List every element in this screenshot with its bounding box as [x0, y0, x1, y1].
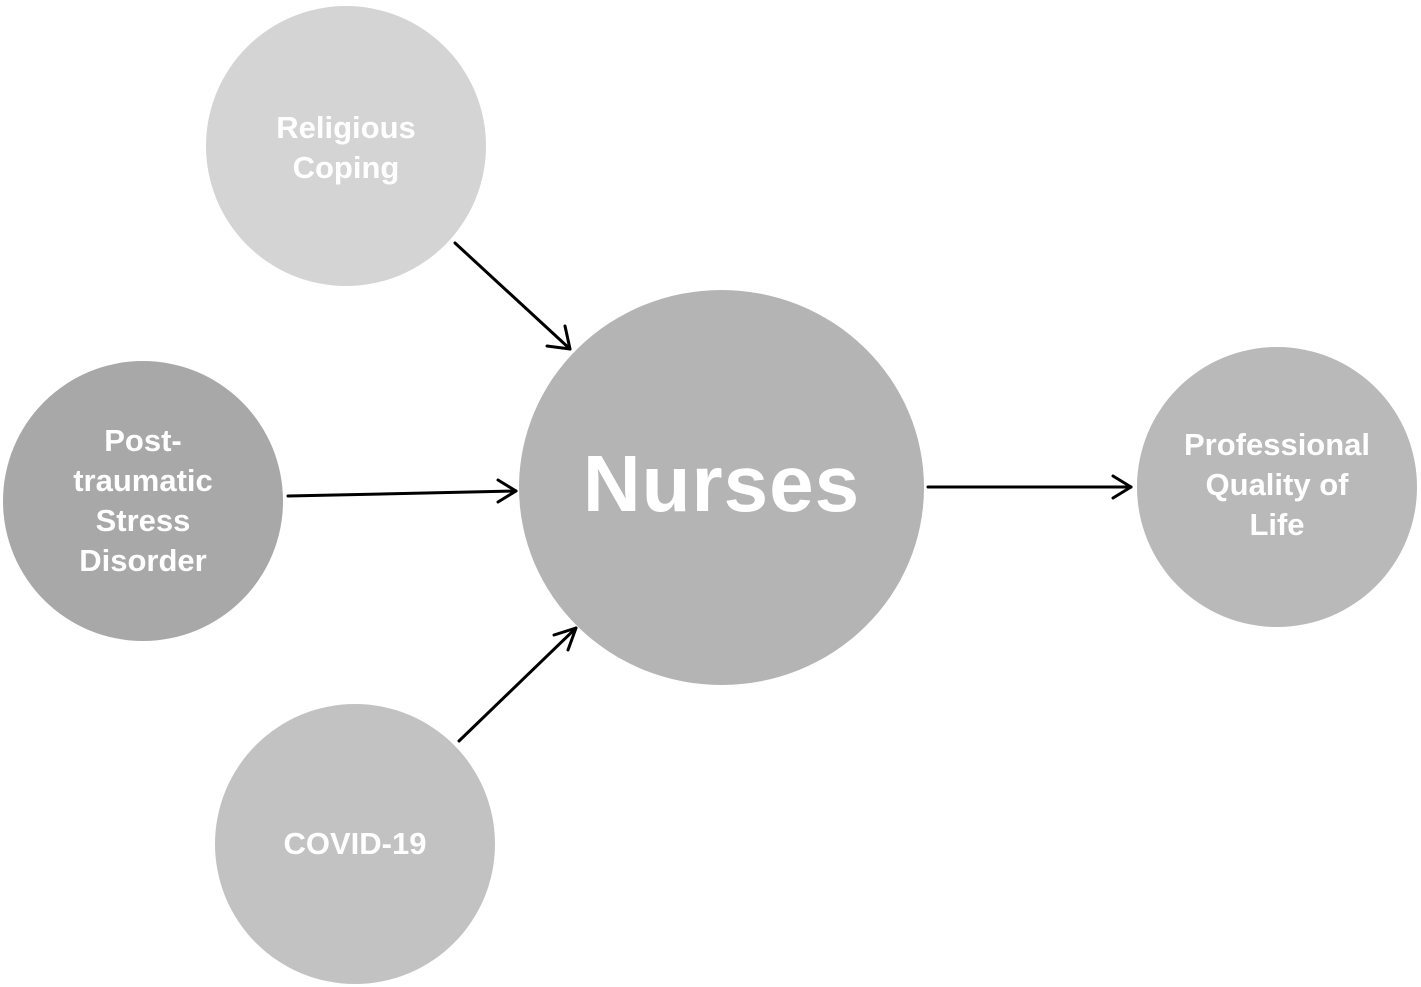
religious-coping-label: Religious Coping — [276, 110, 416, 185]
covid-label: COVID-19 — [283, 826, 427, 861]
arrow-ptsd-to-nurses — [286, 478, 518, 504]
nurses-node: Nurses — [519, 290, 924, 685]
arrow-nurses-to-proql — [926, 474, 1133, 500]
arrow-covid-to-nurses — [457, 626, 578, 743]
ptsd-node: Post- traumatic Stress Disorder — [3, 361, 283, 641]
professional-quality-of-life-node: Professional Quality of Life — [1137, 347, 1417, 627]
nurses-label: Nurses — [582, 438, 861, 528]
arrow-religious-to-nurses — [453, 241, 572, 351]
professional-quality-of-life-label: Professional Quality of Life — [1183, 427, 1371, 542]
covid-node: COVID-19 — [215, 704, 495, 984]
ptsd-label: Post- traumatic Stress Disorder — [73, 423, 213, 578]
religious-coping-node: Religious Coping — [206, 6, 486, 286]
